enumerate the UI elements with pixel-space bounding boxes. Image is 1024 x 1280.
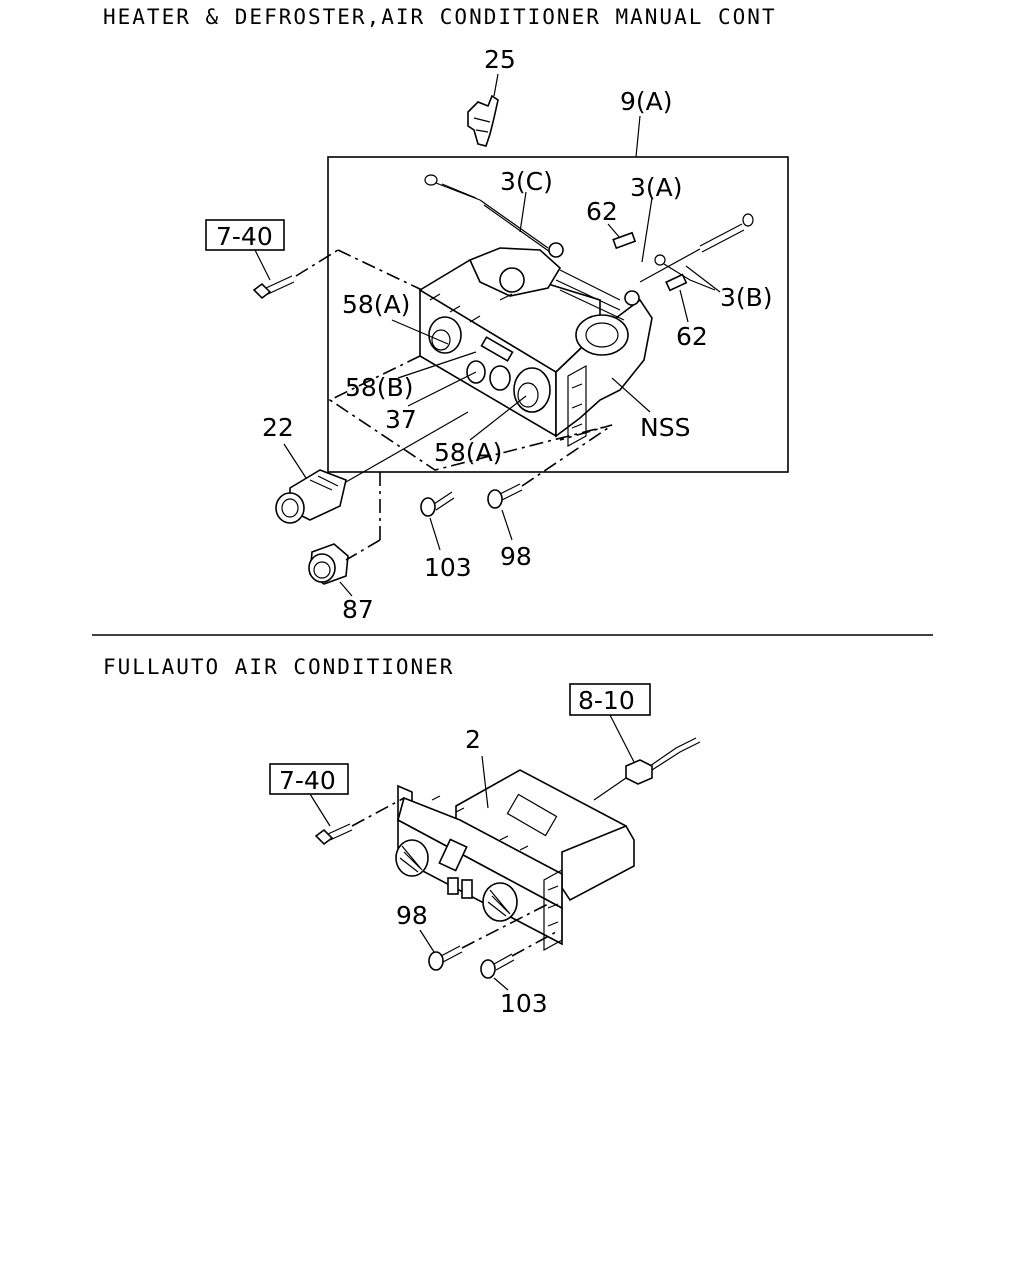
leader-98-fullauto <box>419 929 435 953</box>
label-62-upper: 62 <box>586 197 618 226</box>
ref-box-7-40-fullauto[interactable]: 7-40 <box>269 763 349 795</box>
dash-98-manual <box>521 427 609 487</box>
screw-98-manual[interactable] <box>487 483 523 509</box>
control-assembly-9a[interactable] <box>418 242 653 448</box>
label-37: 37 <box>385 405 417 434</box>
clip-62-lower[interactable] <box>665 273 688 292</box>
ref-box-7-40-manual[interactable]: 7-40 <box>205 219 285 251</box>
leader-37 <box>407 371 477 407</box>
label-62-lower: 62 <box>676 322 708 351</box>
leader-25 <box>493 73 499 97</box>
label-58a-top: 58(A) <box>342 290 410 319</box>
label-22: 22 <box>262 413 294 442</box>
screw-103-fullauto[interactable] <box>480 953 515 979</box>
leader-3c <box>519 191 527 233</box>
dash-98-fullauto <box>461 903 549 949</box>
leader-3b <box>685 265 721 293</box>
leader-3a <box>641 197 653 263</box>
leader-ref-7-40-manual <box>254 249 271 281</box>
dash-bolt-manual-2 <box>337 249 423 291</box>
label-3c: 3(C) <box>500 167 553 196</box>
bolt-7-40-fullauto[interactable] <box>314 823 353 846</box>
ref-7-40-fullauto-text: 7-40 <box>279 766 336 795</box>
label-58a-bottom: 58(A) <box>434 438 502 467</box>
label-3a: 3(A) <box>630 173 683 202</box>
fullauto-section-title: FULLAUTO AIR CONDITIONER <box>103 655 454 679</box>
label-nss: NSS <box>640 413 690 442</box>
leader-58a-top <box>391 319 449 345</box>
dash-outline-manual <box>328 355 613 471</box>
label-103-fullauto: 103 <box>500 989 548 1018</box>
ref-7-40-manual-text: 7-40 <box>216 222 273 251</box>
label-2: 2 <box>465 725 481 754</box>
leader-87 <box>339 581 353 597</box>
dash-switch-22 <box>345 411 469 483</box>
ref-8-10-text: 8-10 <box>578 686 635 715</box>
dash-87-diag <box>345 539 381 561</box>
switch-22[interactable] <box>275 469 347 524</box>
leader-62-lower <box>679 289 689 323</box>
label-103-manual: 103 <box>424 553 472 582</box>
dash-bolt-fullauto <box>351 797 405 827</box>
cable-3a[interactable] <box>639 213 754 283</box>
fullauto-control-unit[interactable] <box>395 769 635 952</box>
leader-ref-7-40-fullauto <box>309 793 331 827</box>
leader-98-manual <box>501 509 513 541</box>
label-58b: 58(B) <box>345 373 413 402</box>
leader-58a-bottom <box>469 395 527 441</box>
label-3b: 3(B) <box>720 283 773 312</box>
dash-connector <box>593 777 627 801</box>
cable-3c[interactable] <box>424 174 551 253</box>
dash-103-fullauto <box>511 931 557 957</box>
manual-section-title: HEATER & DEFROSTER,AIR CONDITIONER MANUA… <box>103 5 777 29</box>
leader-8-10 <box>609 714 635 763</box>
ref-box-8-10[interactable]: 8-10 <box>569 683 651 716</box>
label-98-manual: 98 <box>500 542 532 571</box>
bezel-87[interactable] <box>308 543 349 585</box>
leader-nss <box>611 377 651 413</box>
leader-2 <box>481 755 489 809</box>
label-25: 25 <box>484 45 516 74</box>
bolt-7-40-manual[interactable] <box>252 275 295 300</box>
leader-62-upper <box>607 223 621 239</box>
clip-62-upper[interactable] <box>612 231 637 250</box>
dash-bolt-manual <box>295 249 339 277</box>
leader-103-fullauto <box>493 977 509 991</box>
clip-25[interactable] <box>467 94 499 147</box>
leader-9a <box>635 115 641 158</box>
leader-58b <box>397 351 477 379</box>
assembly-9a-box <box>327 156 789 473</box>
label-98-fullauto: 98 <box>396 901 428 930</box>
leader-22 <box>283 443 307 479</box>
screw-98-fullauto[interactable] <box>428 945 463 971</box>
cable-3b[interactable] <box>654 254 716 291</box>
label-9a: 9(A) <box>620 87 673 116</box>
screw-103-manual[interactable] <box>420 491 455 517</box>
leader-103-manual <box>429 517 441 551</box>
label-87: 87 <box>342 595 374 624</box>
connector-harness[interactable] <box>625 737 701 785</box>
